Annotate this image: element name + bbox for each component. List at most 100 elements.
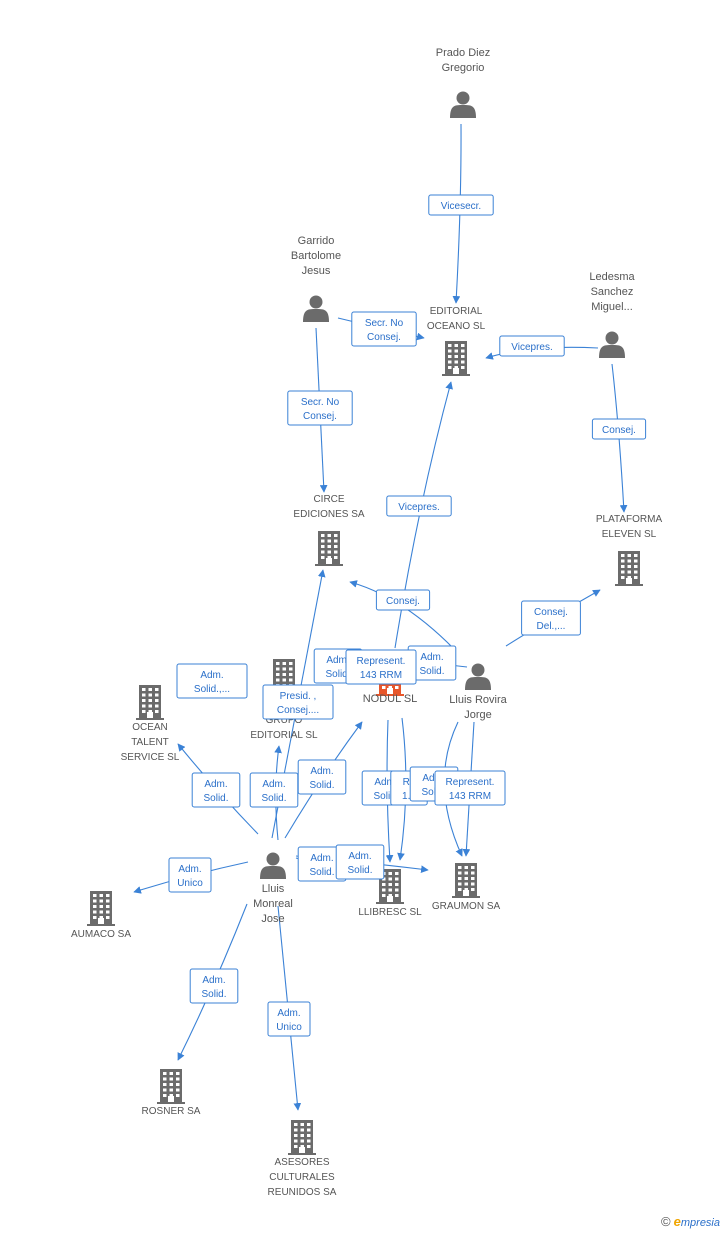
edge-label-garrido-to-editorial[interactable]: Secr. No Consej. — [351, 311, 417, 347]
building-window — [634, 554, 638, 557]
edge-label-nodul-to-ogrupo[interactable]: Represent.143 RRM — [345, 649, 417, 685]
edge-label-text: Solid. — [421, 787, 446, 798]
building-window — [634, 570, 638, 574]
node-rosner[interactable]: ROSNER SA — [142, 1069, 201, 1117]
edge-label-monreal-to-aumaco[interactable]: Adm.Unico — [168, 857, 212, 893]
building-window — [461, 344, 465, 347]
edge-label-text: Secr. No — [301, 397, 340, 408]
edge-label-rovira-to-circe[interactable]: Consej. — [375, 589, 431, 611]
building-window — [627, 554, 631, 557]
edge-label-rovira-to-nodul[interactable]: Adm.Solid. — [407, 645, 457, 681]
building-window — [99, 899, 103, 903]
building-window — [93, 910, 97, 914]
building-window — [300, 1145, 304, 1148]
building-window — [471, 871, 475, 875]
edge-label-text: Consej. — [602, 425, 636, 436]
edge-label-box — [262, 684, 334, 720]
building-window — [163, 1088, 167, 1092]
building-window — [176, 1077, 180, 1081]
building-door — [626, 578, 632, 585]
building-window — [627, 570, 631, 574]
person-icon-body — [303, 309, 329, 322]
node-label-ledesma: Sanchez — [591, 286, 634, 298]
edge-label-ogrupo-to-oceantalent[interactable]: Adm.Solid.,... — [176, 663, 248, 699]
edge-label-monreal-to-nodul[interactable]: Adm.Solid. — [297, 759, 347, 795]
building-window — [155, 688, 159, 691]
building-window — [454, 366, 458, 369]
building-window — [155, 693, 159, 697]
node-label-ledesma: Miguel... — [591, 301, 633, 313]
building-base — [376, 902, 404, 904]
building-window — [461, 355, 465, 358]
edge-label-monreal-to-oceantalent[interactable]: Adm.Solid. — [191, 772, 241, 808]
building-base — [136, 718, 164, 720]
edge-label-text: Consej.... — [277, 705, 319, 716]
building-window — [464, 871, 468, 875]
edge-label-monreal-to-graumon[interactable]: Adm.Solid. — [335, 844, 385, 880]
edge-label-monreal-to-ogrupo[interactable]: Adm.Solid. — [249, 772, 299, 808]
building-window — [99, 894, 103, 897]
building-window — [321, 534, 325, 537]
building-window — [382, 888, 386, 892]
edge-label-text: Adm. — [277, 1008, 300, 1019]
edge-label-ledesma-to-editorial[interactable]: Vicepres. — [499, 335, 565, 357]
building-window — [321, 556, 325, 559]
node-llibresc[interactable]: LLIBRESC SL — [358, 869, 422, 918]
node-label-plataforma: PLATAFORMA — [596, 514, 663, 525]
node-label-garrido: Bartolome — [291, 250, 341, 262]
edge-label-text: Solid. — [325, 669, 350, 680]
edge-label-box — [168, 857, 212, 893]
edge-label-text: Unico — [276, 1022, 302, 1033]
edge-label-text: Secr. No — [365, 318, 404, 329]
edge-label-text: Solid. — [419, 666, 444, 677]
edge-label-monreal-to-rosner[interactable]: Adm.Solid. — [189, 968, 239, 1004]
edge-label-rovira-to-plataforma[interactable]: Consej.Del.,... — [521, 600, 581, 636]
building-window — [448, 349, 452, 353]
building-window — [148, 693, 152, 697]
edge-label-ledesma-to-plataforma[interactable]: Consej. — [591, 418, 647, 440]
edge-label-text: 143 RRM — [449, 791, 491, 802]
building-window — [148, 699, 152, 702]
building-window — [169, 1077, 173, 1081]
edge-label-text: Solid. — [347, 865, 372, 876]
building-window — [388, 872, 392, 875]
edge-label-text: Consej. — [367, 332, 401, 343]
edge-label-monreal-to-asesores[interactable]: Adm. Unico — [267, 1001, 311, 1037]
person-icon-head — [471, 663, 485, 677]
node-label-monreal: Lluis — [262, 883, 285, 895]
edge-label-box — [267, 1001, 311, 1037]
edge-label-prado-to-editorial[interactable]: Vicesecr. — [428, 194, 494, 216]
edge-label-text: 143 RRM — [360, 670, 402, 681]
edge-label-box — [287, 390, 353, 426]
building-window — [621, 554, 625, 557]
node-aumaco[interactable]: AUMACO SA — [71, 891, 131, 940]
building-window — [382, 877, 386, 881]
node-label-oceantalent: OCEAN — [132, 722, 168, 733]
node-graumon[interactable]: GRAUMON SA — [432, 863, 501, 912]
node-ledesma[interactable]: LedesmaSanchezMiguel... — [589, 271, 636, 358]
building-base — [615, 584, 643, 586]
node-label-llibresc: LLIBRESC SL — [358, 907, 422, 918]
edge-label-monreal-to-circe[interactable]: Presid. ,Consej.... — [262, 684, 334, 720]
edge-label-rovira-to-graumon[interactable]: Represent.143 RRM — [434, 770, 506, 806]
node-label-garrido: Garrido — [298, 235, 335, 247]
building-window — [176, 1088, 180, 1092]
node-label-ogrupo: EDITORIAL SL — [250, 730, 318, 741]
building-window — [634, 559, 638, 563]
building-window — [294, 1128, 298, 1132]
edge-label-box — [297, 759, 347, 795]
building-window — [454, 355, 458, 358]
edge-label-box — [189, 968, 239, 1004]
building-window — [142, 688, 146, 691]
edge-label-nodul-to-editorial[interactable]: Vicepres. — [386, 495, 452, 517]
